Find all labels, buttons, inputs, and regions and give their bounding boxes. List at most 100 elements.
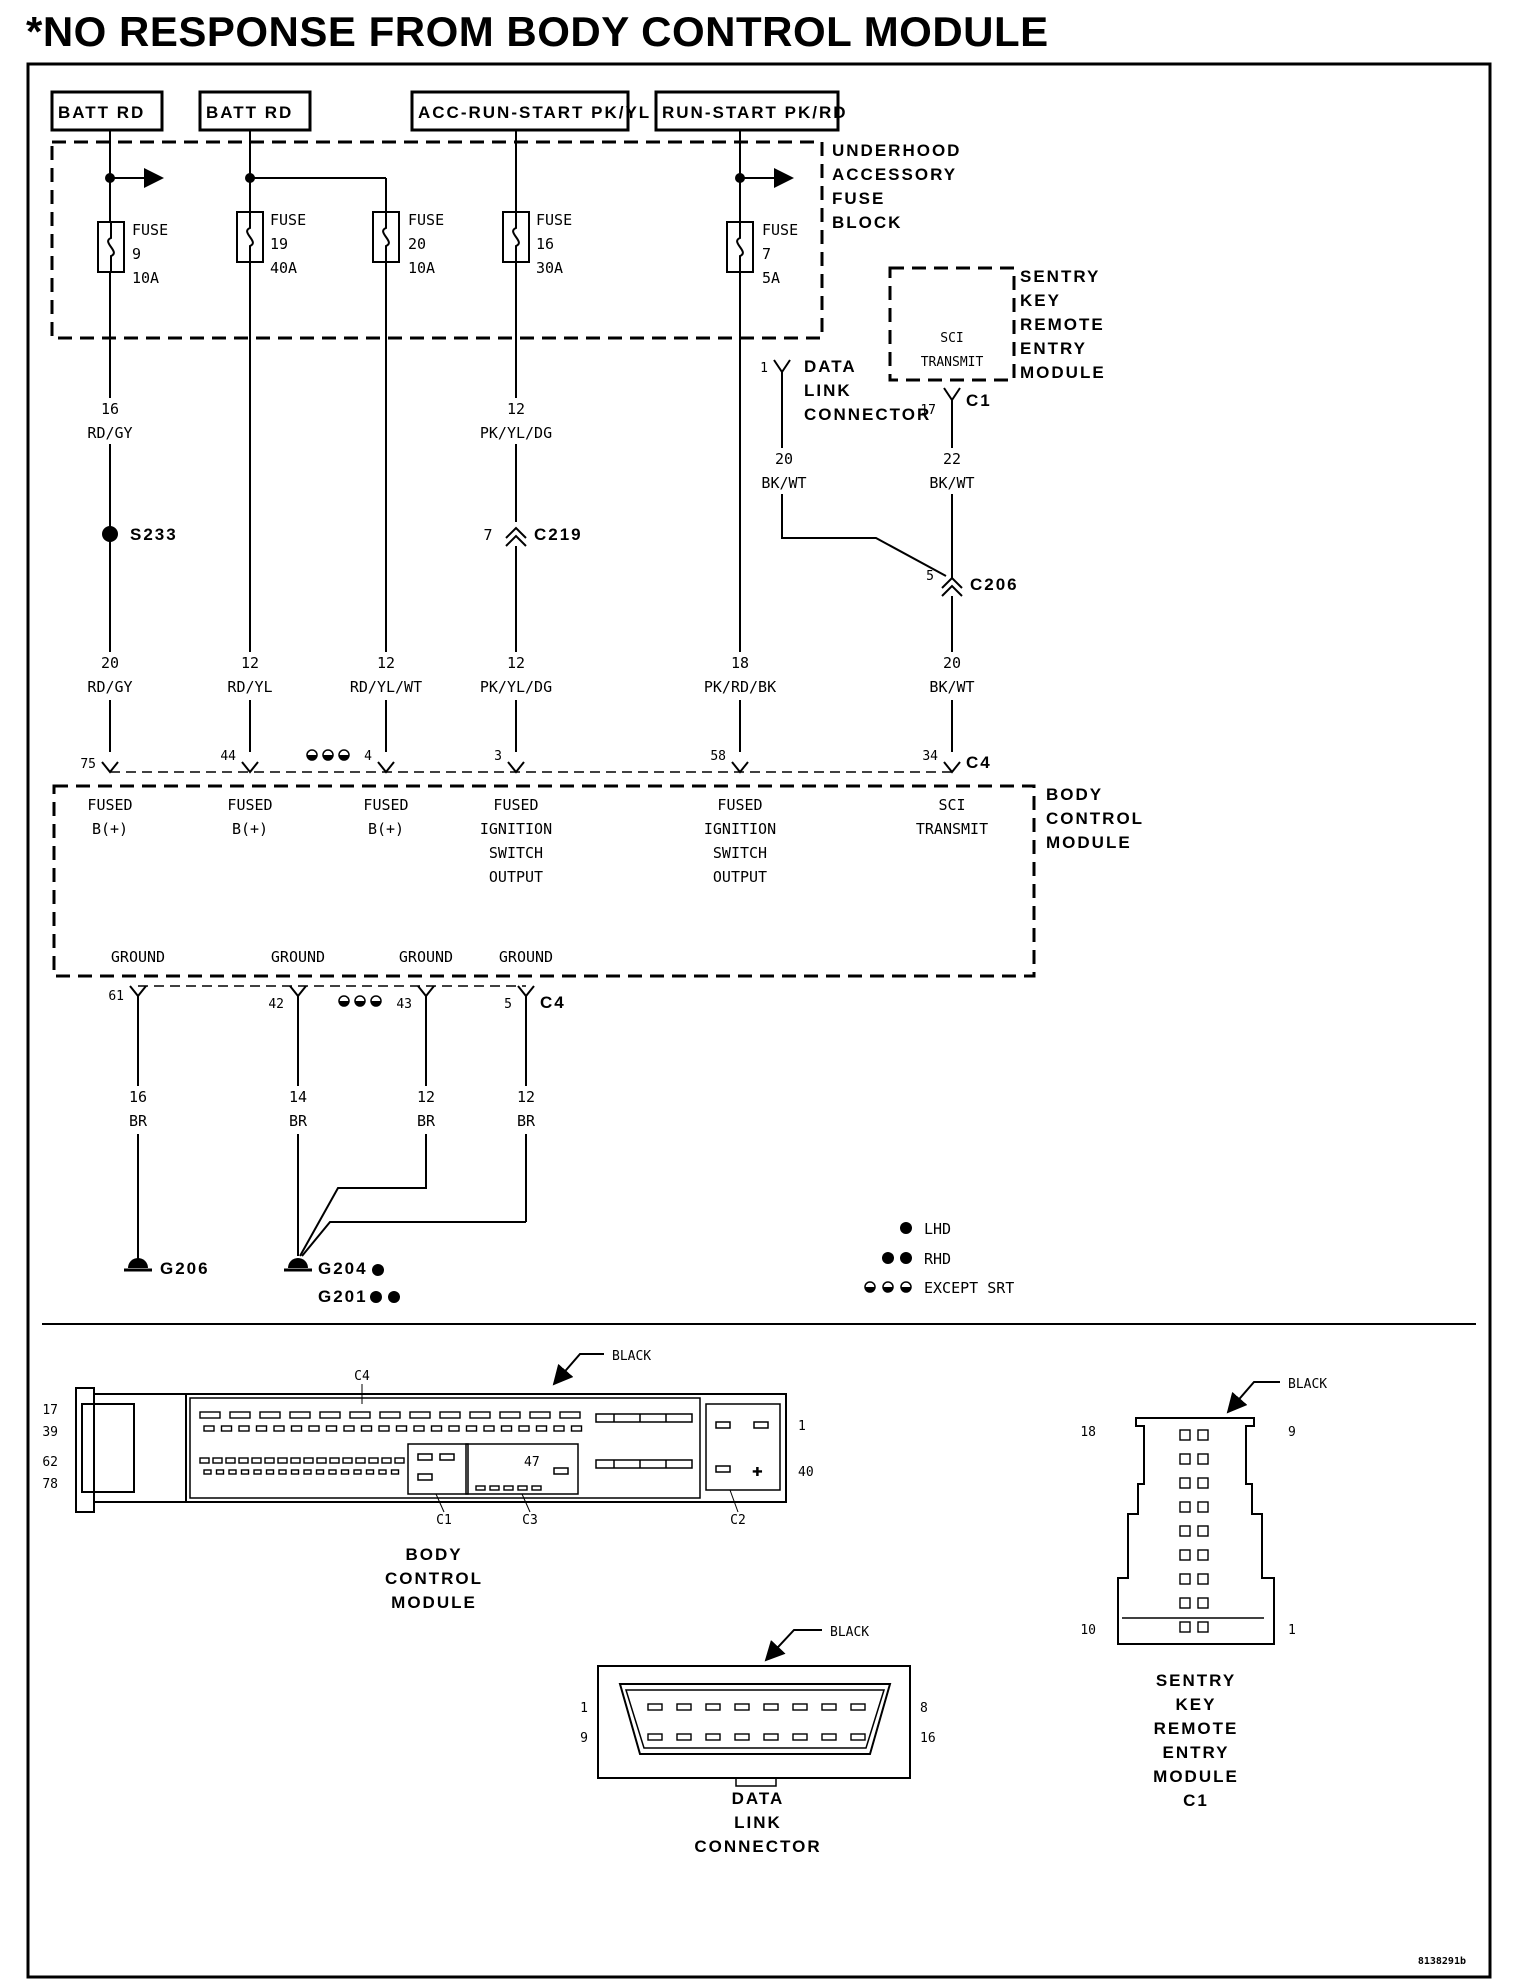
power-source-batt-1: BATT RD bbox=[50, 90, 164, 132]
pin-cavity bbox=[792, 1703, 808, 1711]
dlc-pin-grid bbox=[647, 1703, 866, 1741]
skrem-connector-view bbox=[1117, 1417, 1275, 1645]
svg-text:KEY: KEY bbox=[1176, 1695, 1217, 1714]
svg-text:SCI: SCI bbox=[938, 796, 965, 814]
svg-text:MODULE: MODULE bbox=[391, 1593, 477, 1612]
svg-text:UNDERHOOD: UNDERHOOD bbox=[832, 141, 961, 160]
pin-cavity bbox=[199, 1457, 210, 1464]
pin-cavity bbox=[499, 1411, 521, 1419]
svg-text:FUSED: FUSED bbox=[363, 796, 408, 814]
svg-text:C2: C2 bbox=[730, 1513, 746, 1528]
pin-cavity bbox=[273, 1425, 285, 1432]
svg-text:FUSED: FUSED bbox=[87, 796, 132, 814]
svg-text:GROUND: GROUND bbox=[399, 948, 453, 966]
svg-text:DATA: DATA bbox=[732, 1789, 785, 1808]
svg-text:44: 44 bbox=[220, 749, 236, 764]
svg-text:BR: BR bbox=[289, 1112, 308, 1130]
wire-label-lower-6: 20 BK/WT bbox=[916, 652, 988, 700]
fuse-block-outline bbox=[50, 140, 824, 340]
svg-text:12: 12 bbox=[417, 1088, 435, 1106]
svg-text:RD/GY: RD/GY bbox=[87, 424, 132, 442]
inline-connector-c219: 7 C219 bbox=[483, 522, 581, 547]
pin-cavity bbox=[517, 1485, 528, 1491]
pin-cavity bbox=[1179, 1477, 1191, 1489]
pin-cavity bbox=[381, 1457, 392, 1464]
pin-cavity bbox=[850, 1703, 866, 1711]
svg-text:CONNECTOR: CONNECTOR bbox=[694, 1837, 821, 1856]
svg-text:39: 39 bbox=[42, 1425, 58, 1440]
svg-text:C4: C4 bbox=[540, 993, 566, 1012]
skrem-view-labels: 18 9 10 1 BLACK SENTRY KEY REMOTE ENTRY … bbox=[1080, 1377, 1327, 1810]
svg-text:16: 16 bbox=[101, 400, 119, 418]
pin-cavity bbox=[225, 1457, 236, 1464]
pin-cavity bbox=[349, 1411, 371, 1419]
svg-text:20: 20 bbox=[101, 654, 119, 672]
ground-g201: G201 bbox=[318, 1287, 400, 1306]
svg-text:BR: BR bbox=[417, 1112, 436, 1130]
svg-text:GROUND: GROUND bbox=[271, 948, 325, 966]
svg-text:KEY: KEY bbox=[1020, 291, 1061, 310]
pin-cavity bbox=[319, 1411, 341, 1419]
pin-cavity bbox=[355, 1457, 366, 1464]
pin-cavity bbox=[1197, 1429, 1209, 1441]
svg-text:GROUND: GROUND bbox=[111, 948, 165, 966]
pin-cavity bbox=[1197, 1477, 1209, 1489]
ground-pin-row: 61 42 43 5 C4 bbox=[108, 985, 566, 1012]
pin-cavity bbox=[734, 1703, 750, 1711]
svg-text:FUSE: FUSE bbox=[270, 211, 306, 229]
svg-text:GROUND: GROUND bbox=[499, 948, 553, 966]
pin-cavity bbox=[448, 1425, 460, 1432]
page-frame bbox=[26, 62, 1492, 1979]
skrem-pin-grid bbox=[1179, 1429, 1209, 1633]
svg-text:SENTRY: SENTRY bbox=[1156, 1671, 1236, 1690]
svg-text:62: 62 bbox=[42, 1455, 58, 1470]
svg-text:58: 58 bbox=[710, 749, 726, 764]
pin-cavity bbox=[430, 1425, 443, 1432]
svg-text:42: 42 bbox=[268, 997, 284, 1012]
bcm-ground-labels: GROUND GROUND GROUND GROUND bbox=[111, 948, 553, 966]
svg-text:C1: C1 bbox=[436, 1513, 452, 1528]
svg-text:IGNITION: IGNITION bbox=[480, 820, 552, 838]
inline-connector-c206: 5 C206 bbox=[926, 569, 1019, 597]
pin-cavity bbox=[329, 1457, 340, 1464]
pin-cavity bbox=[251, 1457, 262, 1464]
svg-text:LINK: LINK bbox=[804, 381, 852, 400]
pin-cavity bbox=[303, 1457, 314, 1464]
svg-text:3: 3 bbox=[494, 749, 502, 764]
svg-text:PK/RD/BK: PK/RD/BK bbox=[704, 678, 776, 696]
pin-cavity bbox=[518, 1425, 530, 1432]
svg-text:C206: C206 bbox=[970, 575, 1019, 594]
wire-label-lower-2: 12 RD/YL bbox=[214, 652, 286, 700]
pin-cavity bbox=[439, 1411, 461, 1419]
dlc-view-labels: 1 9 8 16 BLACK DATA LINK CONNECTOR bbox=[580, 1625, 935, 1856]
svg-text:BR: BR bbox=[517, 1112, 536, 1130]
pin-cavity bbox=[705, 1703, 721, 1711]
pin-cavity bbox=[215, 1469, 225, 1475]
svg-text:✚: ✚ bbox=[752, 1460, 763, 1481]
svg-text:34: 34 bbox=[922, 749, 938, 764]
svg-text:B(+): B(+) bbox=[232, 820, 268, 838]
pin-cavity bbox=[199, 1411, 221, 1419]
svg-text:12: 12 bbox=[507, 400, 525, 418]
svg-text:FUSE: FUSE bbox=[408, 211, 444, 229]
pin-cavity bbox=[647, 1733, 663, 1741]
power-source-label: RUN-START PK/RD bbox=[662, 103, 848, 122]
power-source-acc-run-start: ACC-RUN-START PK/YL bbox=[410, 90, 649, 132]
legend: LHD RHD EXCEPT SRT bbox=[864, 1220, 1014, 1297]
bcm-pin-row: 75 44 4 3 58 34 C4 bbox=[80, 749, 990, 774]
bcm-function-fused-b3: FUSED B(+) bbox=[363, 796, 408, 838]
svg-text:FUSED: FUSED bbox=[493, 796, 538, 814]
svg-text:1: 1 bbox=[798, 1419, 806, 1434]
pin-cavity bbox=[465, 1425, 478, 1432]
svg-text:FUSE: FUSE bbox=[132, 221, 168, 239]
sentry-internal-label: SCI bbox=[940, 331, 963, 346]
pin-cavity bbox=[203, 1469, 212, 1475]
svg-text:12: 12 bbox=[517, 1088, 535, 1106]
pin-cavity bbox=[1197, 1597, 1209, 1609]
svg-text:1: 1 bbox=[580, 1701, 588, 1716]
svg-text:RD/YL: RD/YL bbox=[227, 678, 272, 696]
svg-text:75: 75 bbox=[80, 757, 96, 772]
wire-label-lower-3: 12 RD/YL/WT bbox=[344, 652, 428, 700]
svg-text:10A: 10A bbox=[408, 259, 435, 277]
pin-cavity bbox=[489, 1485, 500, 1491]
